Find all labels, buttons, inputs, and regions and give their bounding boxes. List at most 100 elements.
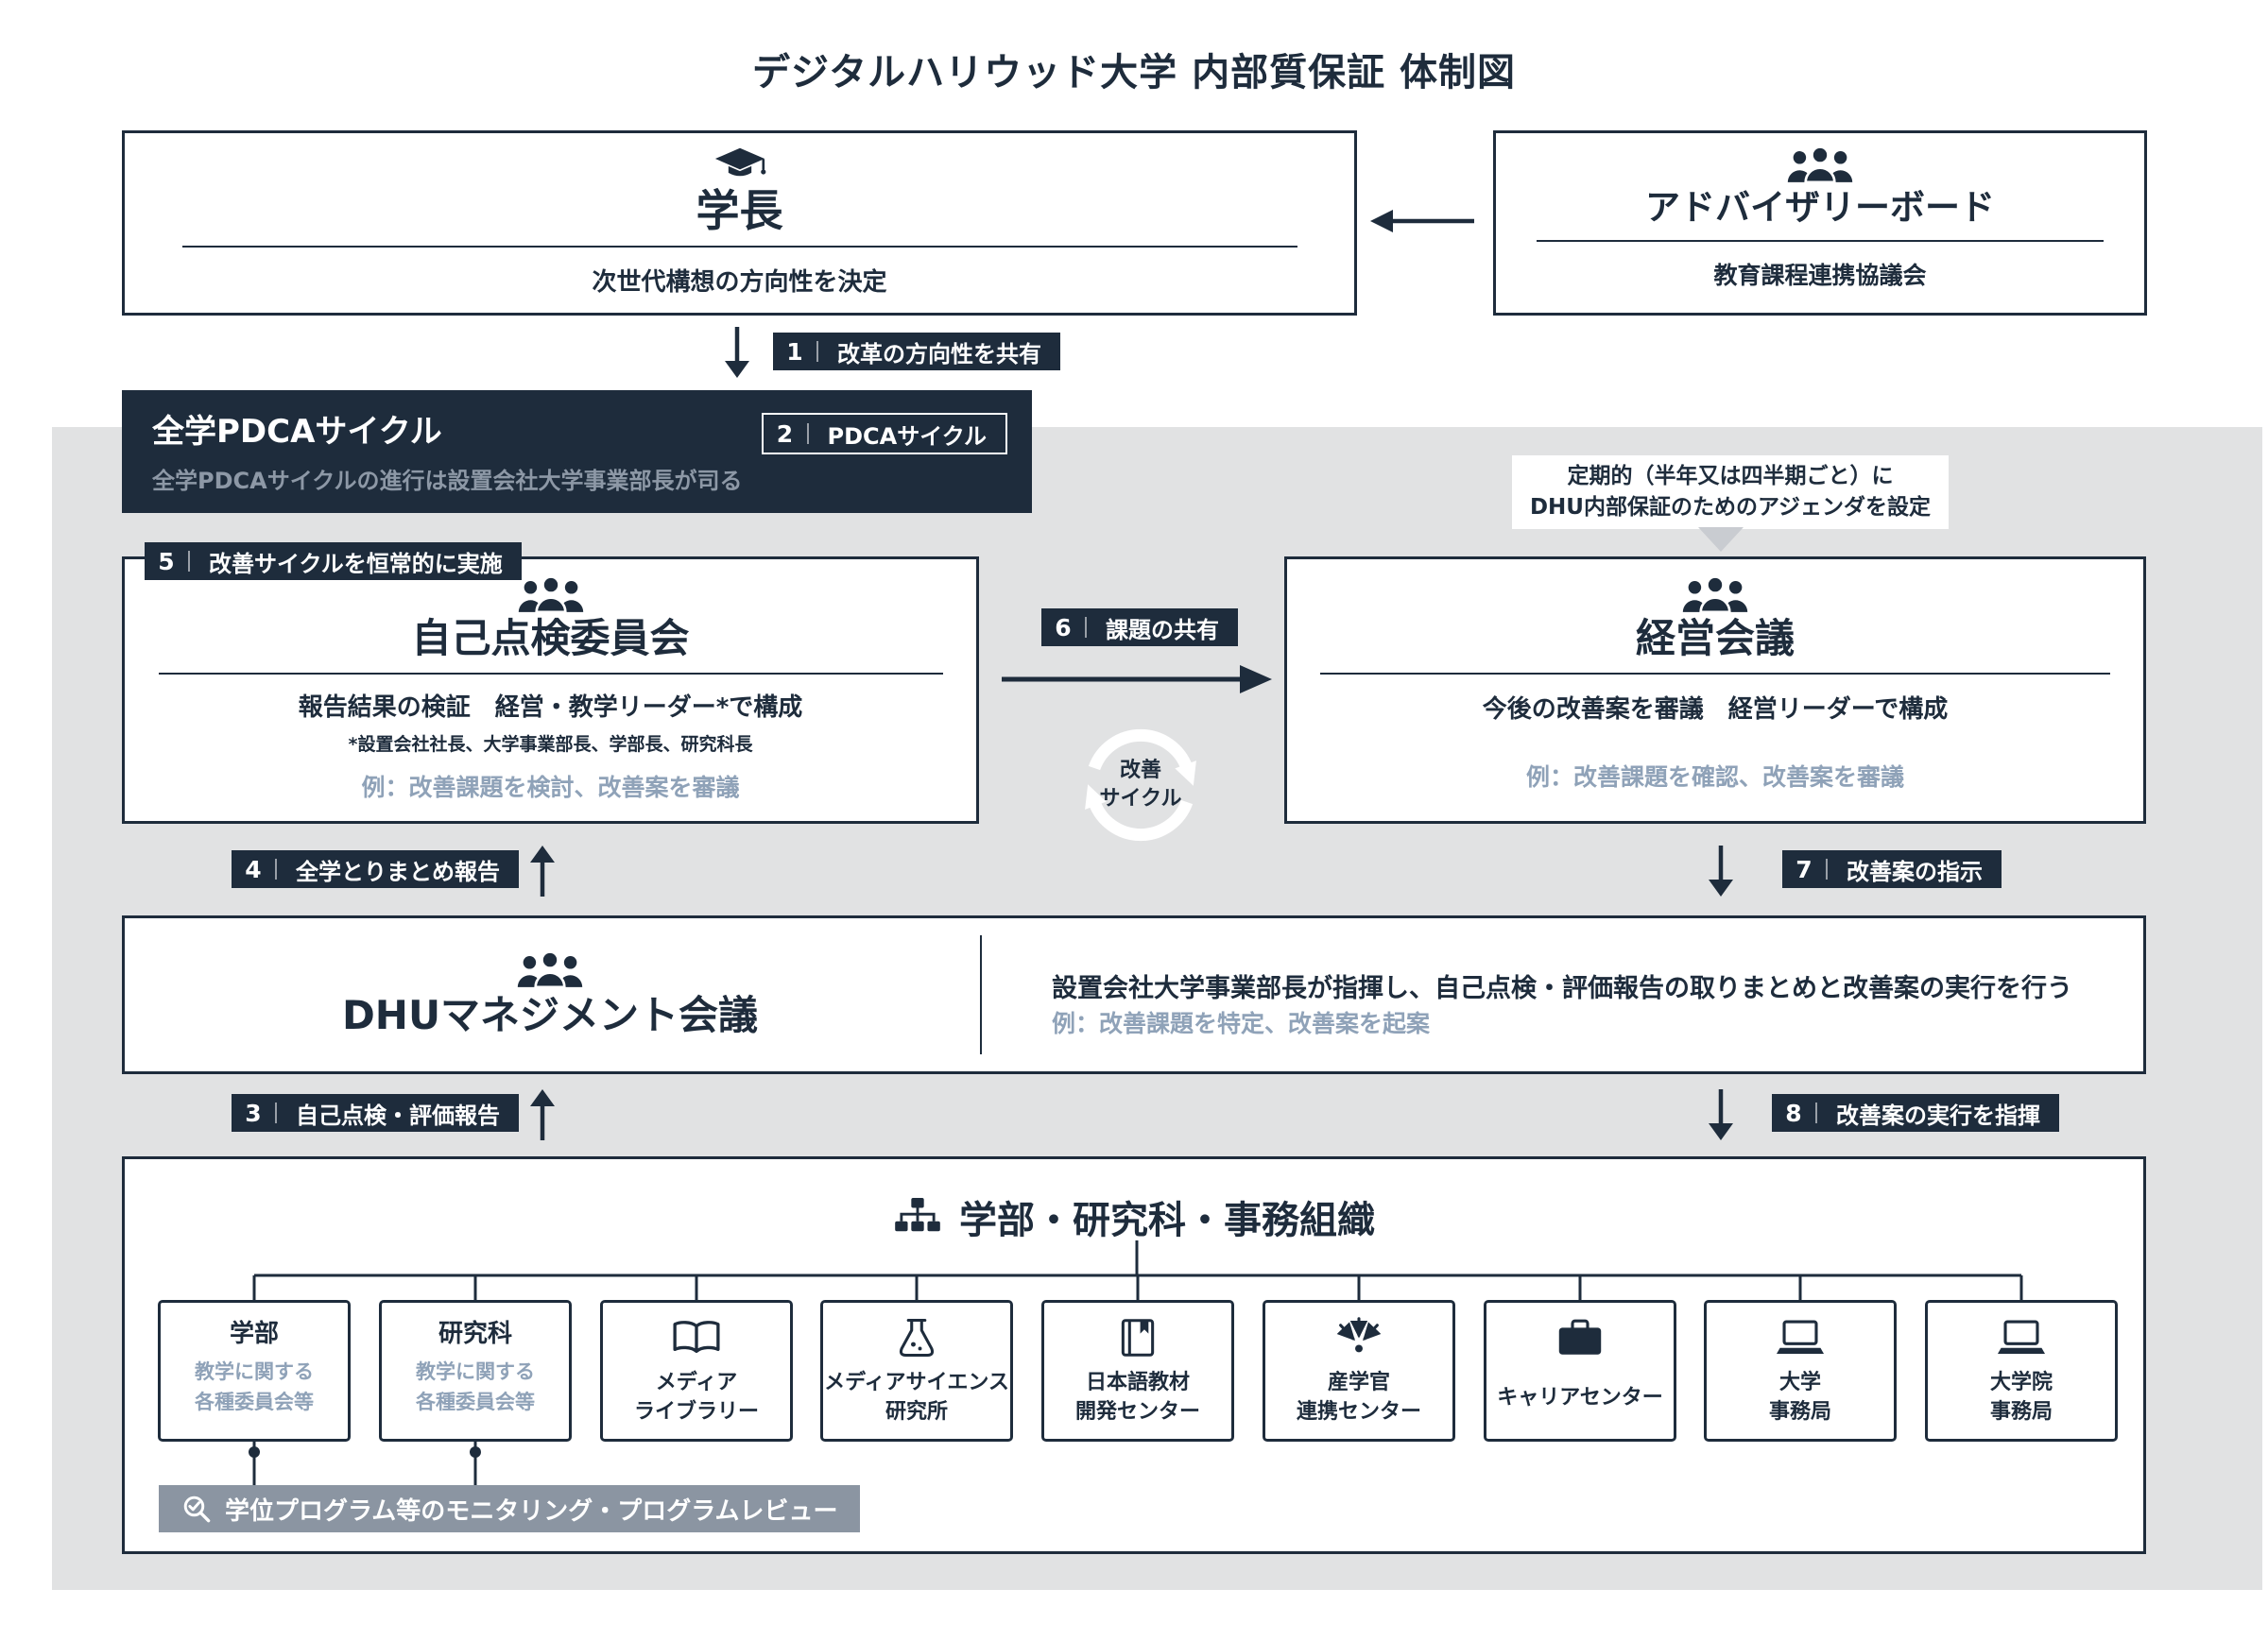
step-label: 改善サイクルを恒常的に実施 — [209, 550, 503, 577]
page-title: デジタルハリウッド大学 内部質保証 体制図 — [751, 51, 1517, 94]
badge-divider — [188, 551, 190, 572]
board-meeting-title: 経営会議 — [1635, 615, 1795, 661]
advisory-board-panel: アドバイザリーボード 教育課程連携協議会 — [1493, 130, 2147, 316]
laptop-icon — [1777, 1314, 1824, 1361]
arrow-up-report — [530, 846, 555, 897]
arrow-up-self-check-report — [530, 1089, 555, 1140]
arrow-down-president — [725, 327, 749, 378]
agenda-note-pointer — [1698, 527, 1744, 552]
dhu-management-panel: DHUマネジメント会議 設置会社大学事業部長が指揮し、自己点検・評価報告の取りま… — [122, 915, 2146, 1074]
step-badge-2: 2 PDCAサイクル — [761, 413, 1007, 454]
arrow-down-execute — [1709, 1089, 1733, 1140]
badge-divider — [806, 423, 809, 444]
org-title: 学部・研究科・事務組織 — [959, 1199, 1375, 1242]
monitoring-badge: 学位プログラム等のモニタリング・プログラムレビュー — [159, 1485, 861, 1532]
org-unit-collaboration-center: 産学官 連携センター — [1263, 1300, 1455, 1442]
cycle-label: 改善 サイクル — [1099, 759, 1182, 811]
arrow-right-issue-sharing — [1002, 665, 1272, 693]
step-badge-6: 6 課題の共有 — [1041, 608, 1238, 646]
step-label: PDCAサイクル — [827, 422, 988, 450]
people-group-icon — [1681, 576, 1749, 612]
dhu-desc: 設置会社大学事業部長が指揮し、自己点検・評価報告の取りまとめと改善案の実行を行う — [1052, 974, 2072, 1003]
org-unit-faculty: 学部 教学に関する 各種委員会等 — [158, 1300, 351, 1442]
agenda-note: 定期的（半年又は四半期ごと）に DHU内部保証のためのアジェンダを設定 — [1512, 455, 1949, 529]
dhu-panel-divider — [980, 935, 982, 1054]
unit-name: メディアサイエンス 研究所 — [824, 1371, 1009, 1424]
magnifier-check-icon-svg — [183, 1496, 211, 1523]
unit-name: 大学院 事務局 — [1989, 1371, 2053, 1424]
pdca-banner-subtitle: 全学PDCAサイクルの進行は設置会社大学事業部長が司る — [152, 468, 743, 494]
people-group-icon-svg — [1682, 576, 1748, 612]
flask-icon — [896, 1314, 937, 1361]
step-label: 改善案の指示 — [1847, 858, 1983, 885]
people-group-icon-svg — [1787, 146, 1853, 182]
unit-name: 産学官 連携センター — [1296, 1371, 1421, 1424]
advisory-subtitle: 教育課程連携協議会 — [1713, 261, 1927, 289]
people-group-icon — [516, 950, 584, 987]
step-badge-3: 3 自己点検・評価報告 — [232, 1094, 519, 1132]
org-unit-japanese-materials-center: 日本語教材 開発センター — [1041, 1300, 1234, 1442]
badge-divider — [1826, 859, 1828, 880]
unit-name: メディア ライブラリー — [633, 1371, 759, 1424]
dhu-title-block: DHUマネジメント会議 — [125, 918, 975, 1071]
flask-icon-svg — [899, 1318, 935, 1358]
laptop-icon-svg — [1777, 1320, 1824, 1354]
self-check-footnote: *設置会社社長、大学事業部長、学部長、研究科長 — [348, 734, 753, 756]
president-title: 学長 — [696, 185, 783, 236]
open-book-icon-svg — [673, 1321, 720, 1353]
unit-name: 研究科 — [438, 1320, 512, 1348]
step-label: 課題の共有 — [1106, 616, 1219, 643]
org-connector-lines — [249, 1240, 2023, 1485]
step-badge-1: 1 改革の方向性を共有 — [773, 333, 1060, 370]
org-panel: 学部・研究科・事務組織 学部 教学に関する 各種委員会等 研究科 教学に関する … — [122, 1156, 2146, 1554]
graduation-cap-icon-svg — [714, 147, 765, 177]
book-icon — [1119, 1314, 1157, 1361]
people-group-icon — [1786, 146, 1854, 182]
open-book-icon — [671, 1314, 722, 1361]
briefcase-icon — [1557, 1314, 1603, 1361]
badge-divider — [275, 1103, 277, 1123]
people-group-icon-svg — [517, 950, 583, 987]
self-check-committee-panel: 自己点検委員会 報告結果の検証 経営・教学リーダー*で構成 *設置会社社長、大学… — [122, 556, 979, 824]
org-unit-graduate-office: 大学院 事務局 — [1925, 1300, 2118, 1442]
cycle-arrows-icon — [1085, 728, 1196, 842]
self-check-desc: 報告結果の検証 経営・教学リーダー*で構成 — [298, 693, 803, 723]
badge-divider — [275, 859, 277, 880]
collaboration-icon — [1336, 1314, 1382, 1361]
step-label: 自己点検・評価報告 — [296, 1102, 500, 1129]
board-meeting-panel: 経営会議 今後の改善案を審議 経営リーダーで構成 例：改善課題を確認、改善案を審… — [1284, 556, 2146, 824]
laptop-icon-svg — [1998, 1320, 2045, 1354]
step-label: 改革の方向性を共有 — [837, 340, 1041, 368]
laptop-icon — [1998, 1314, 2045, 1361]
step-number: 2 — [776, 419, 794, 448]
step-number: 8 — [1785, 1099, 1802, 1127]
step-badge-4: 4 全学とりまとめ報告 — [232, 850, 519, 888]
board-meeting-divider — [1320, 673, 2110, 675]
self-check-divider — [158, 673, 943, 675]
collaboration-icon-svg — [1336, 1317, 1382, 1353]
president-panel: 学長 次世代構想の方向性を決定 — [122, 130, 1357, 316]
self-check-title: 自己点検委員会 — [411, 615, 690, 661]
monitoring-label: 学位プログラム等のモニタリング・プログラムレビュー — [225, 1496, 838, 1526]
unit-name: 学部 — [229, 1320, 279, 1348]
graduation-cap-icon — [713, 146, 766, 184]
advisory-divider — [1537, 239, 2104, 242]
step-badge-7: 7 改善案の指示 — [1782, 850, 2002, 888]
unit-name: 日本語教材 開発センター — [1074, 1371, 1200, 1424]
badge-divider — [816, 341, 818, 362]
step-label: 改善案の実行を指揮 — [1836, 1102, 2040, 1129]
unit-subtext: 教学に関する 各種委員会等 — [195, 1360, 314, 1413]
people-group-icon-svg — [518, 576, 583, 612]
badge-divider — [1815, 1103, 1817, 1123]
sitemap-icon — [893, 1198, 942, 1236]
briefcase-icon-svg — [1558, 1319, 1602, 1355]
board-meeting-desc: 今後の改善案を審議 経営リーダーで構成 — [1482, 695, 1949, 725]
board-meeting-example: 例：改善課題を確認、改善案を審議 — [1525, 763, 1904, 792]
step-number: 4 — [245, 855, 262, 883]
step-number: 5 — [158, 547, 175, 575]
president-divider — [181, 245, 1297, 248]
president-subtitle: 次世代構想の方向性を決定 — [592, 267, 887, 297]
arrow-down-instruction — [1709, 846, 1733, 897]
unit-subtext: 教学に関する 各種委員会等 — [416, 1360, 535, 1413]
